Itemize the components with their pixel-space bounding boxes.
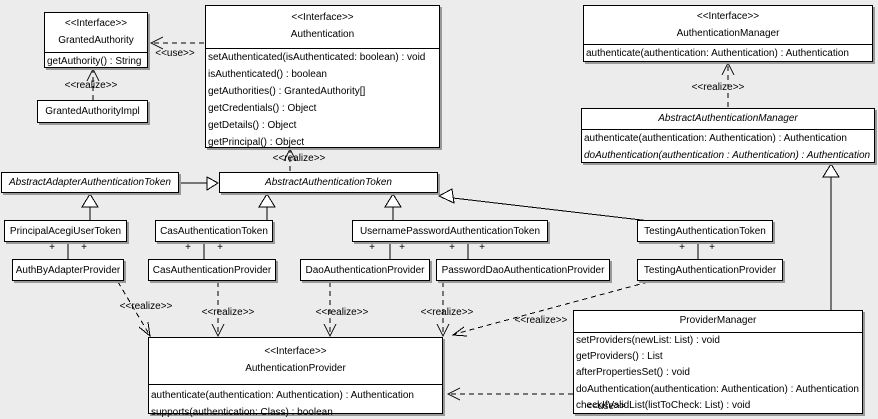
class-name: AbstractAdapterAuthenticationToken xyxy=(9,177,171,188)
association-plus-marker: + xyxy=(81,242,87,253)
arrowhead-realize-grantedauthority xyxy=(86,67,100,82)
generalization-edge-testing-token xyxy=(452,197,651,222)
class-abstract-authentication-manager[interactable]: AbstractAuthenticationManager authentica… xyxy=(581,108,875,163)
stereotype-label: <<Interface>> xyxy=(291,12,354,23)
realize-edge-testingauthenticationprovider xyxy=(454,281,649,335)
realize-edge-authbyadapterprovider xyxy=(117,281,150,335)
association-plus-marker: + xyxy=(679,242,685,253)
class-name: AuthByAdapterProvider xyxy=(15,264,121,276)
method: supports(authentication: Class) : boolea… xyxy=(151,407,333,418)
class-name: GrantedAuthorityImpl xyxy=(45,106,140,117)
class-name: AuthenticationManager xyxy=(676,28,780,39)
class-name: PasswordDaoAuthenticationProvider xyxy=(441,264,605,276)
class-abstract-authentication-token[interactable]: AbstractAuthenticationToken xyxy=(219,172,438,193)
method: authenticate(authentication: Authenticat… xyxy=(151,390,414,401)
class-name: Authentication xyxy=(290,29,355,40)
class-abstract-adapter-authentication-token[interactable]: AbstractAdapterAuthenticationToken xyxy=(1,172,179,193)
association-plus-marker: + xyxy=(399,242,405,253)
association-plus-marker: + xyxy=(217,242,223,253)
association-plus-marker: + xyxy=(479,242,485,253)
class-name: CasAuthenticationProvider xyxy=(152,264,272,276)
triangle-principal-token xyxy=(81,193,99,208)
use-label-grantedauthority: <<use>> xyxy=(155,48,195,59)
association-plus-marker: + xyxy=(369,242,375,253)
class-name: TestingAuthenticationToken xyxy=(644,225,766,237)
class-name: AuthenticationProvider xyxy=(245,363,346,374)
method: authenticate(authentication: Authenticat… xyxy=(584,133,847,144)
realize-label-passworddaoauthenticationprovider: <<realize>> xyxy=(420,307,474,318)
class-provider-manager[interactable]: ProviderManager setProviders(newList: Li… xyxy=(573,310,863,414)
arrowhead-realize-testing xyxy=(451,326,468,337)
triangle-providermanager xyxy=(822,163,840,178)
stereotype-label: <<Interface>> xyxy=(264,346,327,357)
method-abstract: doAuthentication(authentication : Authen… xyxy=(584,150,871,161)
class-auth-by-adapter-provider[interactable]: AuthByAdapterProvider xyxy=(12,259,124,281)
association-plus-marker: + xyxy=(449,242,455,253)
arrowhead-realize-authby xyxy=(138,321,151,338)
method: getDetails() : Object xyxy=(208,120,297,131)
realize-label-grantedauthorityimpl: <<realize>> xyxy=(64,80,118,91)
association-plus-marker: + xyxy=(709,242,715,253)
method: doAuthentication(authentication: Authent… xyxy=(576,383,859,395)
arrowhead-realize-authentication xyxy=(283,147,297,162)
use-label-providermanager: <<use>> xyxy=(586,401,626,412)
class-name: AbstractAuthenticationToken xyxy=(265,177,392,188)
arrowhead-use-authenticationprovider xyxy=(446,387,461,401)
arrowhead-realize-authenticationmanager xyxy=(721,61,735,76)
realize-label-abstractauthenticationmanager: <<realize>> xyxy=(691,82,745,93)
class-name: UsernamePasswordAuthenticationToken xyxy=(359,225,541,237)
method: isAuthenticated() : boolean xyxy=(208,69,327,80)
class-name: TestingAuthenticationProvider xyxy=(643,264,777,276)
method: setProviders(newList: List) : void xyxy=(576,335,720,346)
class-name: AbstractAuthenticationManager xyxy=(658,113,798,124)
triangle-usernamepassword-token xyxy=(384,193,402,208)
realize-label-authbyadapterprovider: <<realize>> xyxy=(119,301,173,312)
method: getAuthorities() : GrantedAuthority[] xyxy=(208,86,366,97)
method: authenticate(authentication: Authenticat… xyxy=(586,48,849,59)
arrowhead-realize-passworddao xyxy=(436,323,450,338)
class-cas-authentication-provider[interactable]: CasAuthenticationProvider xyxy=(148,259,276,281)
class-granted-authority-impl[interactable]: GrantedAuthorityImpl xyxy=(37,100,148,123)
method: getProviders() : List xyxy=(576,351,663,363)
method: checkIfValidList(listToCheck: List) : vo… xyxy=(576,399,751,411)
class-password-dao-authentication-provider[interactable]: PasswordDaoAuthenticationProvider xyxy=(436,259,610,281)
class-testing-authentication-token[interactable]: TestingAuthenticationToken xyxy=(637,220,773,242)
method: getPrincipal() : Object xyxy=(208,137,305,148)
class-authentication-manager[interactable]: <<Interface>> AuthenticationManager auth… xyxy=(583,5,873,62)
class-authentication-provider[interactable]: <<Interface>> AuthenticationProvider aut… xyxy=(148,337,443,418)
stereotype-label: <<Interface>> xyxy=(64,18,128,29)
triangle-testing-token xyxy=(437,188,455,204)
method: setAuthenticated(isAuthenticated: boolea… xyxy=(208,52,426,63)
method: getAuthority() : String xyxy=(47,56,142,67)
realize-label-abstractauthenticationtoken: <<realize>> xyxy=(272,153,326,164)
class-username-password-authentication-token[interactable]: UsernamePasswordAuthenticationToken xyxy=(352,220,548,242)
arrowhead-realize-dao xyxy=(323,323,337,338)
association-plus-marker: + xyxy=(49,242,55,253)
class-cas-authentication-token[interactable]: CasAuthenticationToken xyxy=(155,220,273,242)
method: getCredentials() : Object xyxy=(208,103,317,114)
class-name: PrincipalAcegiUserToken xyxy=(9,225,122,237)
method: afterPropertiesSet() : void xyxy=(576,367,690,379)
class-name: ProviderManager xyxy=(679,315,757,326)
class-principal-acegi-user-token[interactable]: PrincipalAcegiUserToken xyxy=(4,220,127,242)
arrowhead-realize-cas xyxy=(211,323,225,338)
realize-label-casauthenticationprovider: <<realize>> xyxy=(201,307,255,318)
class-dao-authentication-provider[interactable]: DaoAuthenticationProvider xyxy=(300,259,430,281)
class-testing-authentication-provider[interactable]: TestingAuthenticationProvider xyxy=(637,259,783,281)
arrowhead-use-grantedauthority xyxy=(149,36,164,50)
class-name: CasAuthenticationToken xyxy=(160,225,268,237)
class-authentication[interactable]: <<Interface>> Authentication setAuthenti… xyxy=(205,5,440,148)
class-name: GrantedAuthority xyxy=(58,35,134,46)
association-plus-marker: + xyxy=(185,242,191,253)
stereotype-label: <<Interface>> xyxy=(696,11,760,22)
realize-label-daoauthenticationprovider: <<realize>> xyxy=(315,307,369,318)
triangle-cas-token xyxy=(258,193,276,208)
class-granted-authority[interactable]: <<Interface>> GrantedAuthority getAuthor… xyxy=(44,12,148,68)
triangle-adapter-token xyxy=(206,176,219,191)
class-name: DaoAuthenticationProvider xyxy=(305,264,425,276)
realize-label-testingauthenticationprovider: <<realize>> xyxy=(514,315,568,326)
